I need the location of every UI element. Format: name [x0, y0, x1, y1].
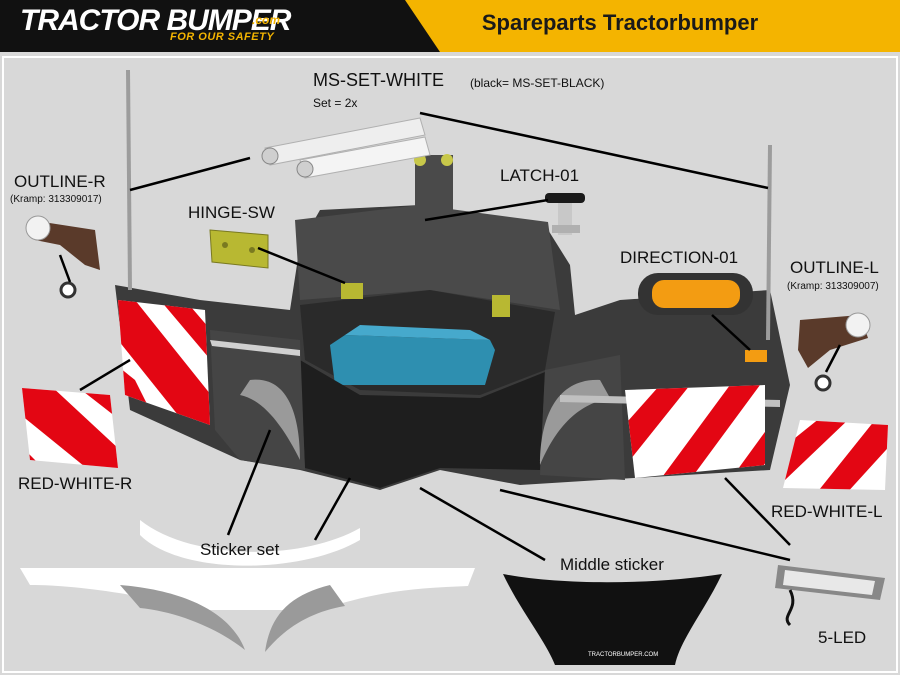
outline-l-part [798, 312, 871, 392]
latch-label: LATCH-01 [500, 166, 580, 185]
led-part [775, 565, 885, 627]
red-white-r-part [22, 388, 118, 468]
logo-tagline: FOR OUR SAFETY [170, 31, 275, 43]
ms-set-qty: Set = 2x [313, 96, 358, 110]
logo-suffix: .com [252, 13, 281, 27]
header-banner: TRACTOR BUMPER .com FOR OUR SAFETY Spare… [0, 0, 900, 52]
bumper-reflector-l [625, 385, 765, 478]
outline-l-ref: (Kramp: 313309007) [787, 281, 879, 292]
outline-r-label: OUTLINE-R [14, 172, 106, 191]
logo: TRACTOR BUMPER [20, 4, 291, 37]
direction-part [638, 273, 753, 315]
hinge-part [209, 229, 269, 269]
outline-r-ref: (Kramp: 313309017) [10, 194, 102, 205]
header-background [0, 0, 900, 52]
bumper-reflector-r [118, 300, 210, 425]
sticker-set-part [20, 520, 475, 652]
ms-set-rods [261, 117, 431, 179]
outline-l-label: OUTLINE-L [790, 258, 879, 277]
hinge-label: HINGE-SW [188, 203, 275, 222]
middle-sticker-print: TRACTORBUMPER.COM [588, 652, 659, 658]
leader-lines [58, 111, 842, 562]
page-title: Spareparts Tractorbumper [481, 10, 759, 35]
latch-part [545, 193, 585, 235]
red-white-r-label: RED-WHITE-R [18, 474, 133, 493]
ms-set-note: (black= MS-SET-BLACK) [470, 76, 605, 90]
led-label: 5-LED [818, 628, 867, 647]
outline-r-part [25, 215, 100, 299]
middle-sticker-part [503, 574, 722, 665]
bumper-body [115, 154, 790, 490]
middle-sticker-label: Middle sticker [560, 555, 664, 574]
direction-label: DIRECTION-01 [620, 248, 739, 267]
ms-set-label: MS-SET-WHITE [313, 70, 444, 90]
red-white-l-label: RED-WHITE-L [771, 502, 883, 521]
red-white-l-part [783, 420, 888, 490]
sticker-set-label: Sticker set [200, 540, 280, 559]
